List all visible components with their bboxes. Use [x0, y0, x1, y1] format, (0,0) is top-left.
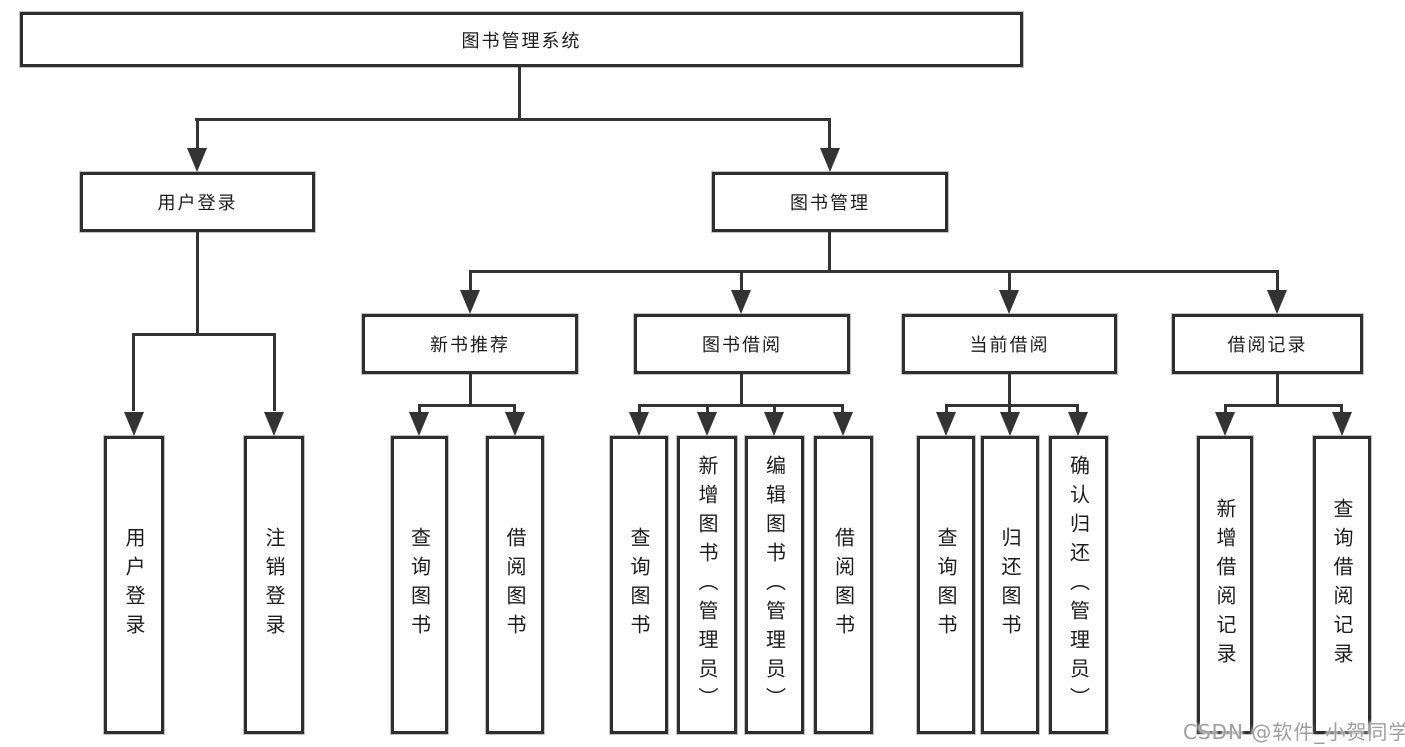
connector: [1076, 404, 1079, 414]
connector: [273, 333, 276, 411]
leaf-query-books-recommend: 查询图书: [391, 436, 448, 734]
connector: [1340, 404, 1343, 414]
arrow-down-icon: [1332, 412, 1352, 436]
connector: [1008, 404, 1011, 414]
connector: [740, 270, 743, 290]
arrow-down-icon: [1267, 290, 1287, 314]
connector: [132, 333, 135, 411]
connector: [196, 232, 199, 333]
connector: [638, 404, 843, 407]
arrow-down-icon: [833, 412, 853, 436]
connector: [1008, 374, 1011, 406]
connector: [828, 118, 831, 150]
leaf-confirm-return-admin: 确认归还（管理员）: [1049, 436, 1108, 734]
leaf-logout: 注销登录: [244, 436, 304, 734]
arrow-down-icon: [1000, 412, 1020, 436]
node-current-borrow: 当前借阅: [902, 314, 1117, 374]
connector: [1008, 270, 1011, 290]
arrow-down-icon: [764, 412, 784, 436]
node-borrow-records: 借阅记录: [1172, 314, 1363, 374]
connector: [1224, 404, 1343, 407]
connector: [418, 404, 516, 407]
arrow-down-icon: [1215, 412, 1235, 436]
connector: [706, 404, 709, 414]
connector: [469, 270, 1279, 273]
connector: [945, 404, 1078, 407]
arrow-down-icon: [505, 412, 525, 436]
connector: [513, 404, 516, 414]
leaf-user-login: 用户登录: [104, 436, 164, 734]
leaf-query-borrow-record: 查询借阅记录: [1313, 436, 1371, 734]
arrow-down-icon: [999, 290, 1019, 314]
arrow-down-icon: [936, 412, 956, 436]
leaf-add-borrow-record: 新增借阅记录: [1197, 436, 1253, 734]
connector: [945, 404, 948, 414]
arrow-down-icon: [731, 290, 751, 314]
leaf-borrow-books-borrow: 借阅图书: [814, 436, 873, 734]
node-user-login: 用户登录: [80, 172, 315, 232]
arrow-down-icon: [820, 148, 840, 172]
connector: [469, 270, 472, 290]
leaf-edit-book-admin: 编辑图书（管理员）: [745, 436, 804, 734]
connector: [518, 67, 521, 120]
arrow-down-icon: [409, 412, 429, 436]
connector: [1276, 374, 1279, 406]
leaf-borrow-books-recommend: 借阅图书: [486, 436, 544, 734]
connector: [1276, 270, 1279, 290]
node-book-borrow: 图书借阅: [634, 314, 850, 374]
leaf-return-books: 归还图书: [981, 436, 1039, 734]
arrow-down-icon: [124, 412, 144, 436]
csdn-watermark: CSDN @软件_小贺同学: [1183, 720, 1405, 744]
arrow-down-icon: [1068, 412, 1088, 436]
connector: [418, 404, 421, 414]
connector: [1224, 404, 1227, 414]
arrow-down-icon: [460, 290, 480, 314]
connector: [469, 374, 472, 406]
arrow-down-icon: [697, 412, 717, 436]
leaf-query-books-current: 查询图书: [917, 436, 975, 734]
connector: [196, 118, 199, 150]
connector: [740, 374, 743, 406]
arrow-down-icon: [264, 412, 284, 436]
node-root: 图书管理系统: [20, 12, 1023, 67]
connector: [841, 404, 844, 414]
connector: [132, 333, 276, 336]
connector: [195, 118, 831, 121]
connector: [773, 404, 776, 414]
arrow-down-icon: [187, 148, 207, 172]
arrow-down-icon: [629, 412, 649, 436]
connector: [638, 404, 641, 414]
leaf-add-book-admin: 新增图书（管理员）: [677, 436, 737, 734]
leaf-query-books-borrow: 查询图书: [610, 436, 668, 734]
node-new-book-recommend: 新书推荐: [362, 314, 578, 374]
node-book-management: 图书管理: [712, 172, 948, 232]
connector: [828, 232, 831, 272]
